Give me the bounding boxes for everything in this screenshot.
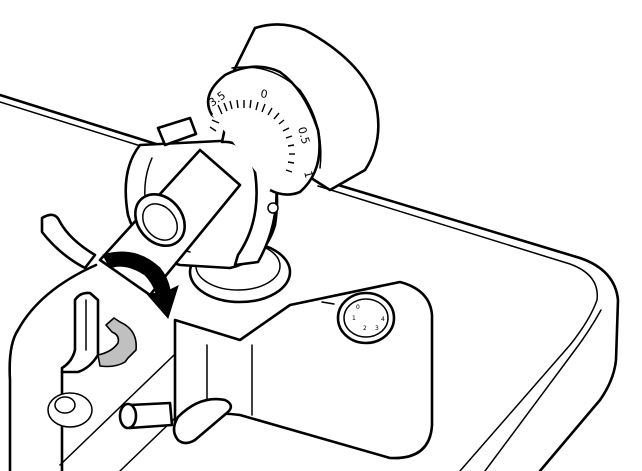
tonearm-lock-pin[interactable] (118, 397, 233, 445)
antiskate-label-1: 1 (352, 315, 356, 322)
antiskate-label-0: 0 (356, 304, 360, 311)
antiskate-label-2: 2 (363, 325, 367, 332)
antiskate-dial[interactable]: 0 1 2 3 4 (321, 291, 396, 345)
counterweight[interactable]: 3.5 0 0.5 1 (206, 23, 380, 196)
antiskate-label-3: 3 (375, 325, 379, 332)
counterweight-label-1: 1 (301, 169, 315, 179)
antiskate-label-4: 4 (381, 316, 385, 323)
cue-post-base (47, 392, 93, 428)
counterweight-scale (209, 99, 295, 173)
counterweight-label-0: 0 (259, 87, 268, 101)
counterweight-label-0-5: 0.5 (295, 125, 312, 145)
rotation-arrow-icon (102, 251, 179, 320)
armbase (173, 280, 434, 460)
arm-lift-lever[interactable] (40, 213, 97, 270)
arm-rest-clip[interactable] (60, 291, 137, 374)
